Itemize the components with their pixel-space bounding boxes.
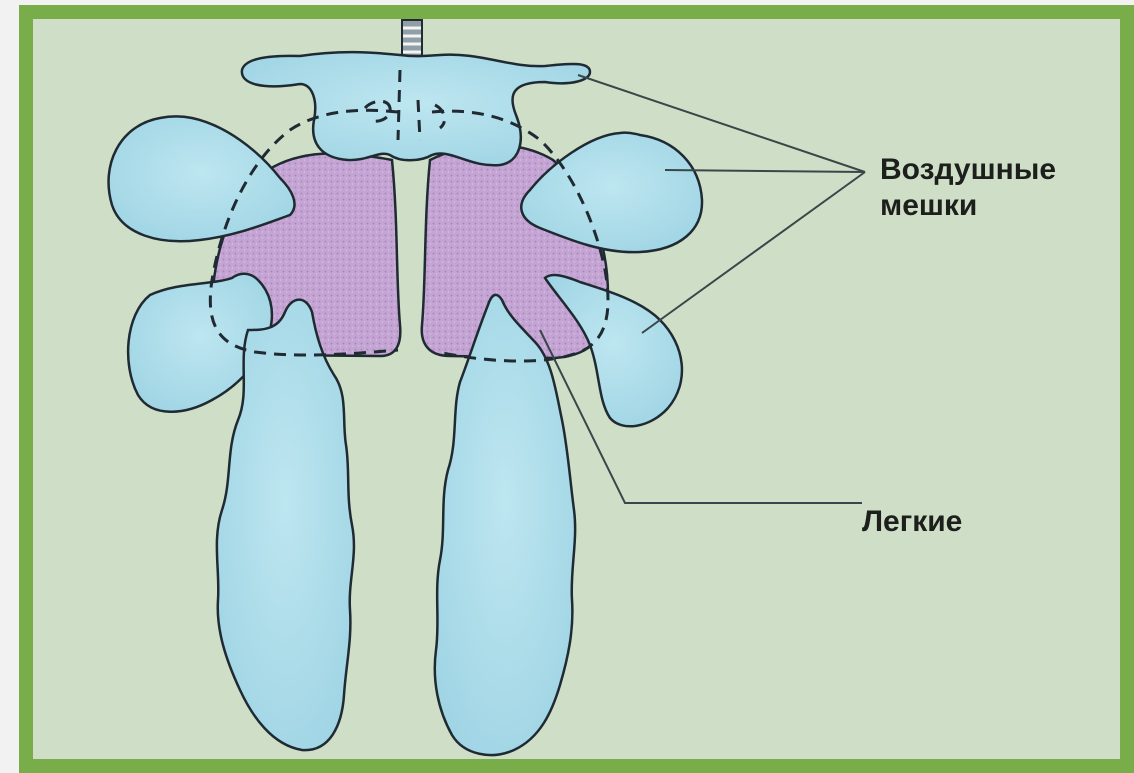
lungs-label: Легкие — [862, 504, 962, 540]
air-sacs-label: Воздушные мешки — [880, 152, 1056, 224]
air-sacs-label-line1: Воздушные — [880, 152, 1056, 188]
air-sacs-label-line2: мешки — [880, 188, 1056, 224]
left-upper-air-sac — [109, 117, 295, 242]
interclavicular-air-sac — [242, 52, 590, 165]
right-abdominal-air-sac — [435, 295, 575, 755]
